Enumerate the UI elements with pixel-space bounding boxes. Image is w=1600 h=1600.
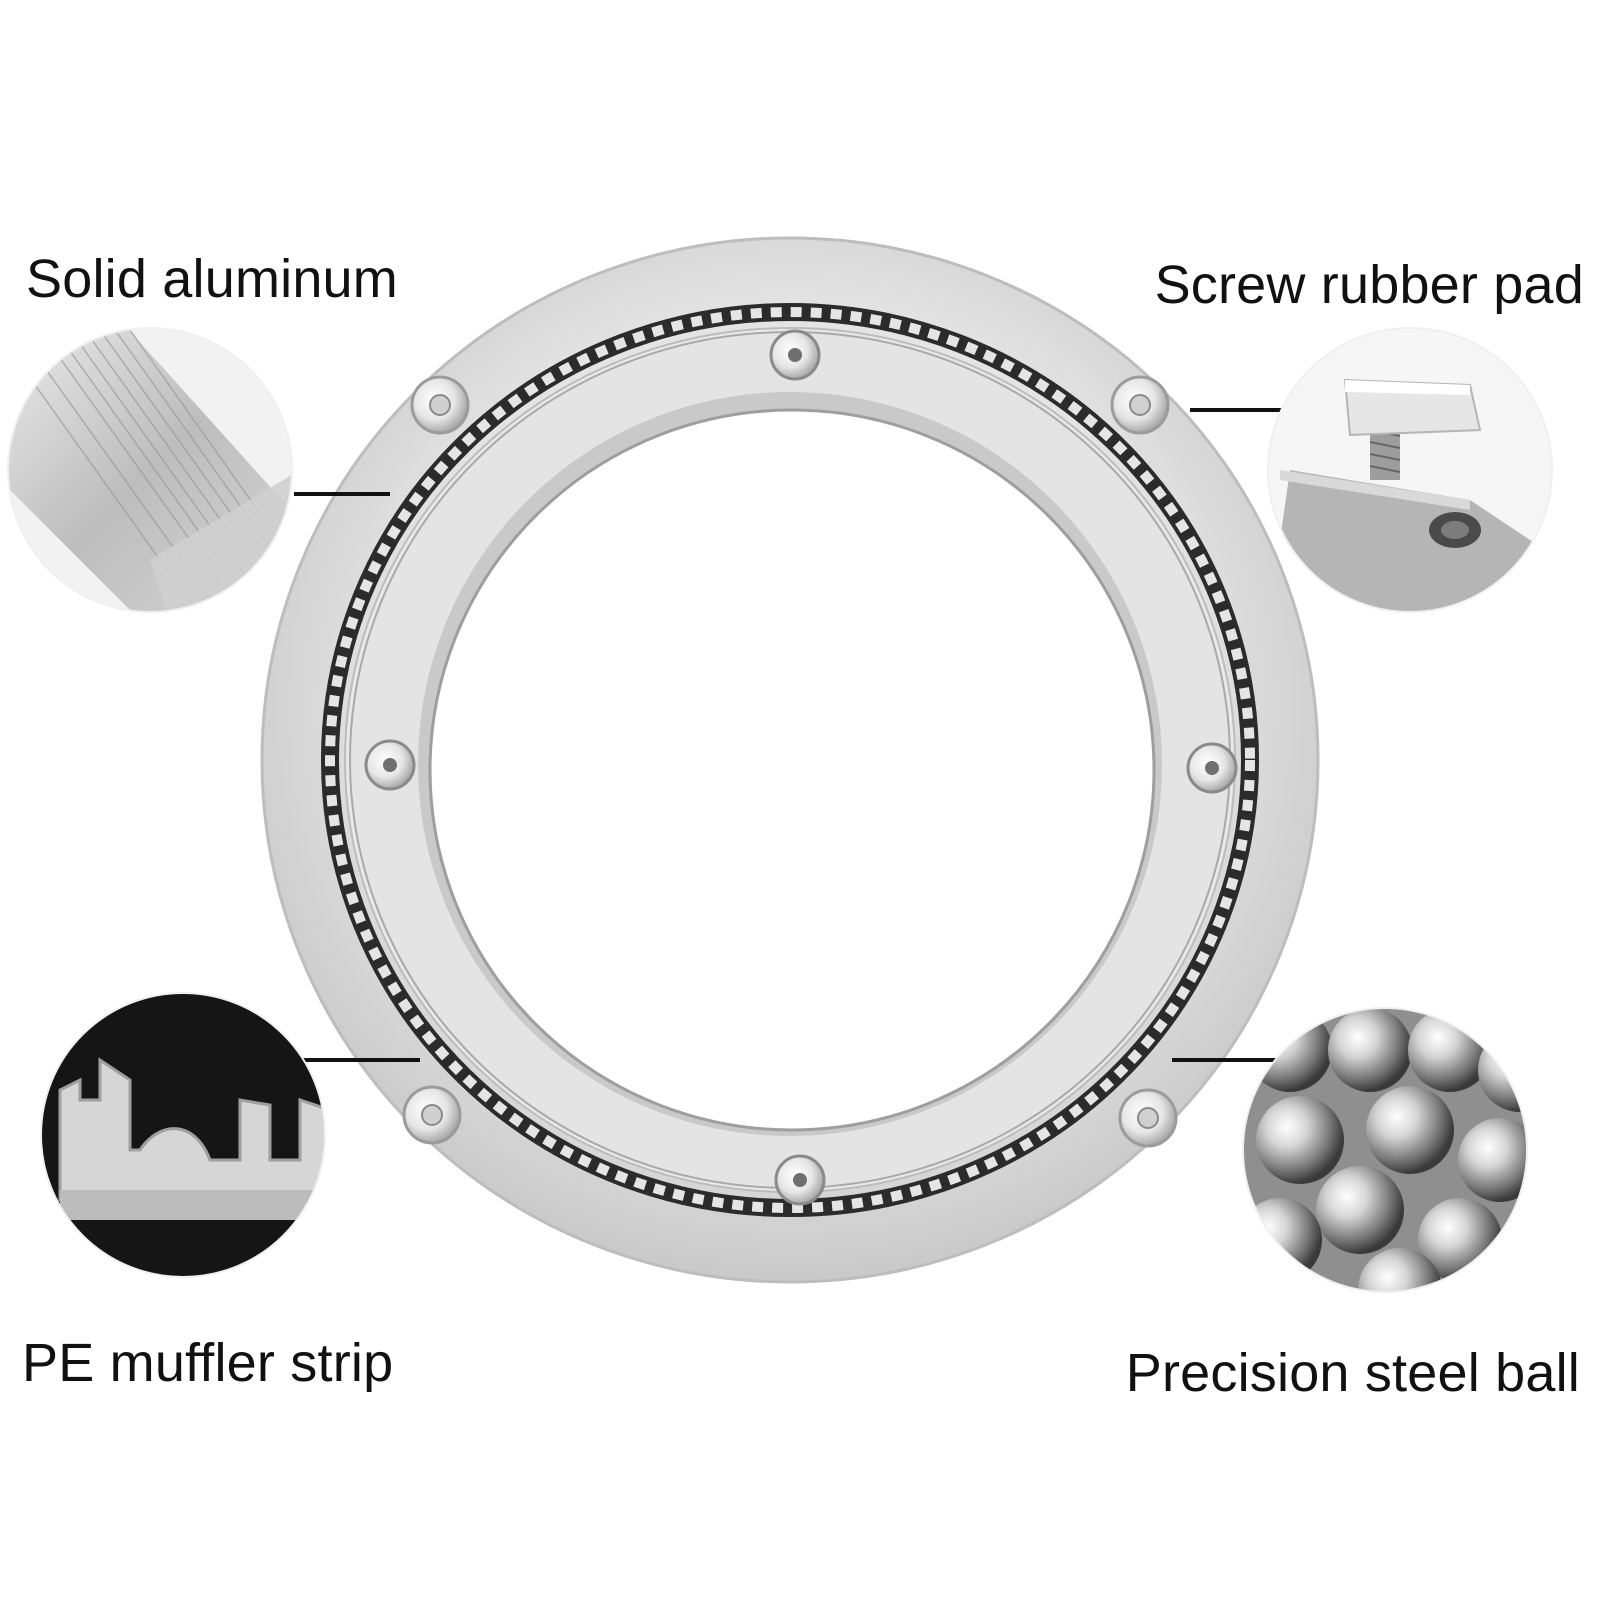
screw-pad-detail-photo <box>1267 327 1553 613</box>
muffler-strip-detail-photo <box>40 992 326 1278</box>
steel-balls-detail-photo <box>1242 1007 1528 1293</box>
label-solid-aluminum: Solid aluminum <box>26 249 398 309</box>
aluminum-detail-photo <box>7 327 293 613</box>
label-screw-rubber-pad: Screw rubber pad <box>1154 255 1584 315</box>
inner-screws <box>364 329 1238 1206</box>
label-precision-steel-ball: Precision steel ball <box>1125 1343 1580 1403</box>
rubber-pads <box>402 375 1178 1148</box>
lazy-susan-ring <box>260 236 1320 1284</box>
label-pe-muffler-strip: PE muffler strip <box>22 1333 394 1393</box>
